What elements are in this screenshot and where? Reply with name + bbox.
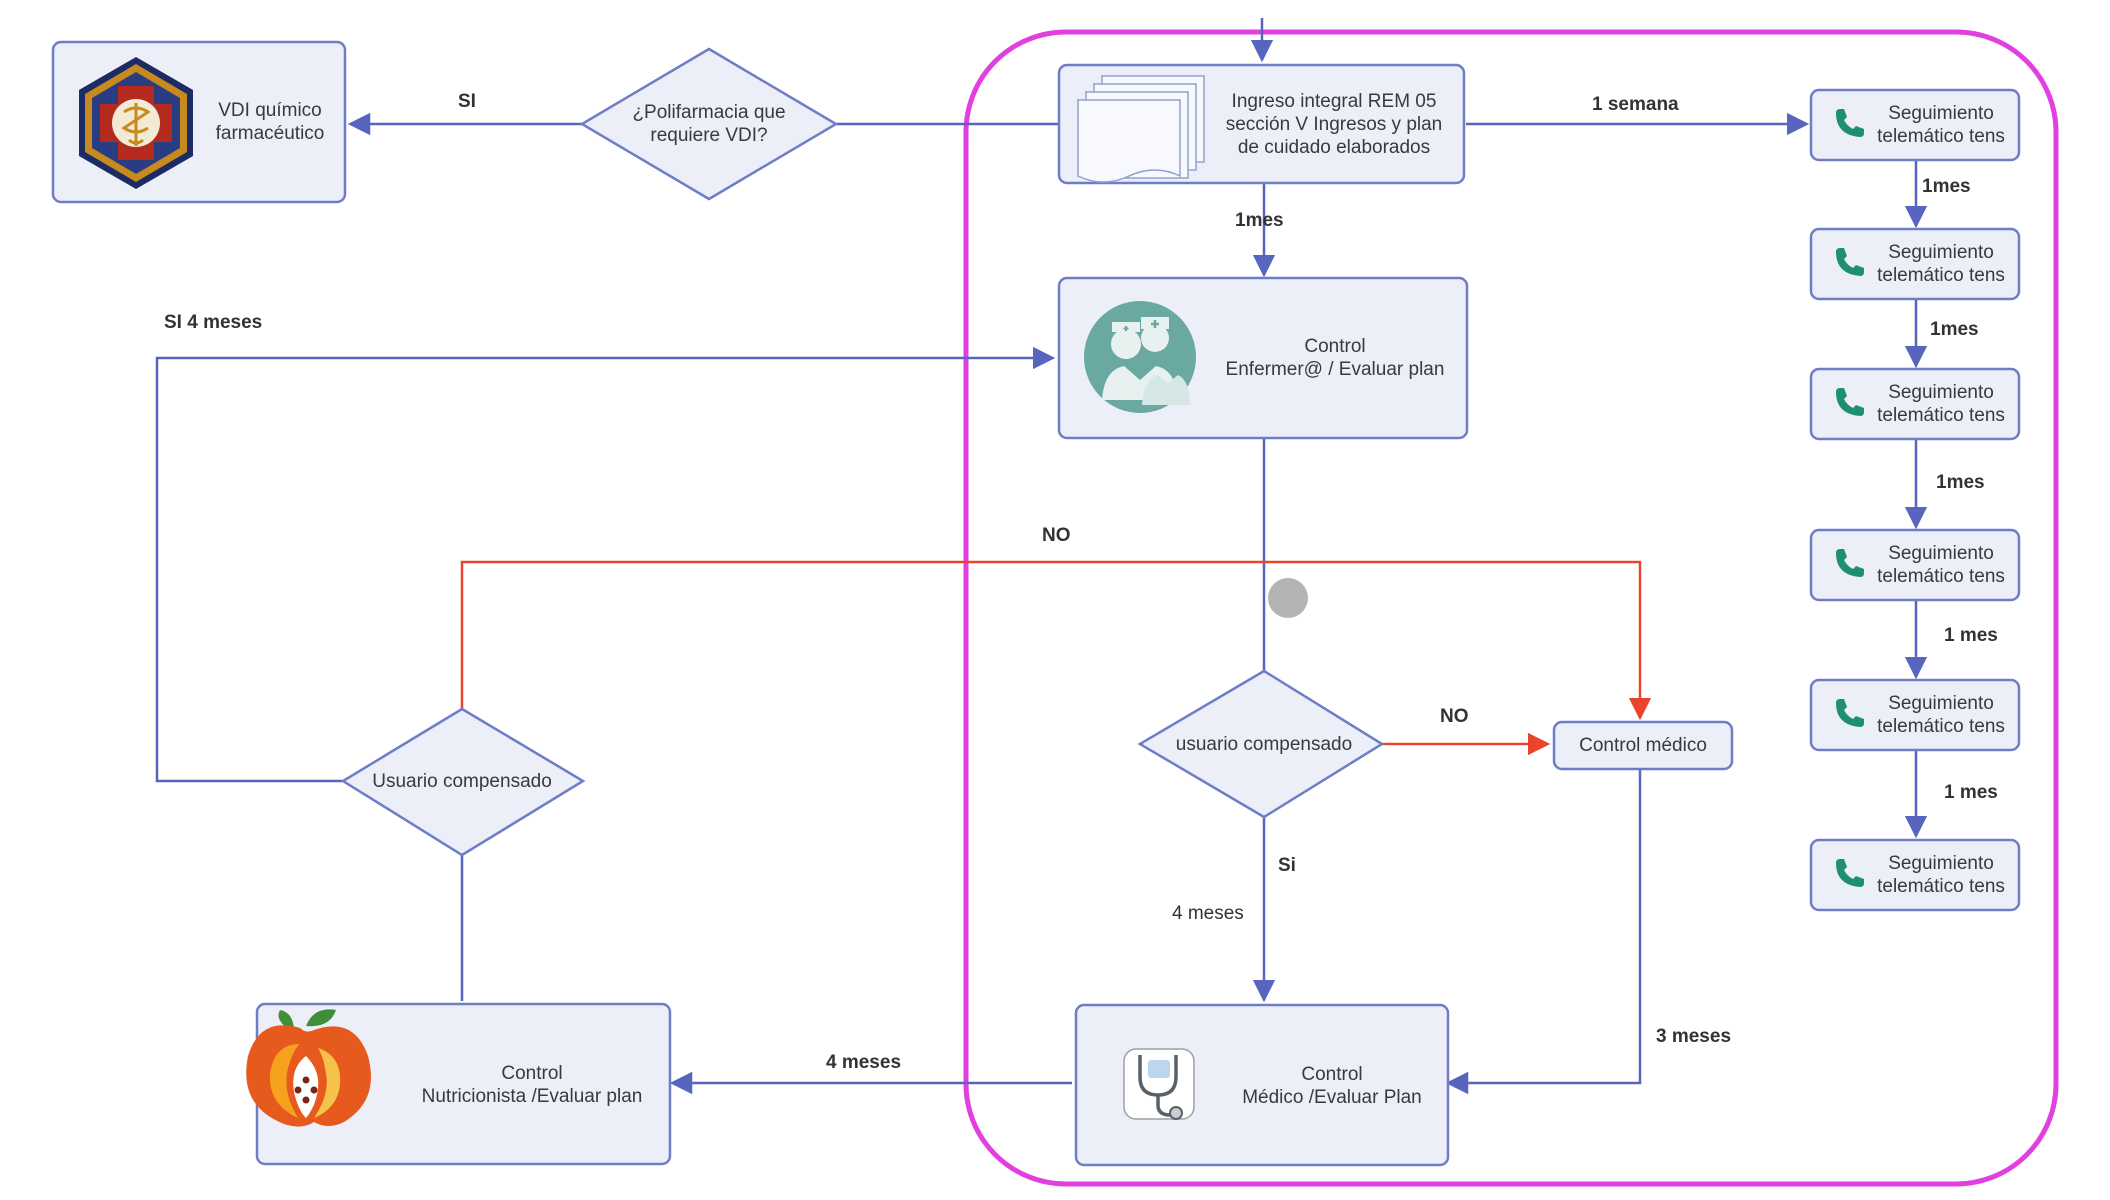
control-medico-line2: Médico /Evaluar Plan <box>1242 1087 1422 1108</box>
apple-icon <box>246 1009 371 1127</box>
grey-dot <box>1268 578 1308 618</box>
vdi-line2: farmacéutico <box>215 123 325 144</box>
followup-4-line2: telemático tens <box>1877 566 2005 587</box>
ingreso-label: Ingreso integral REM 05 sección V Ingres… <box>1208 86 1460 162</box>
followup-label-2: Seguimiento telemático tens <box>1866 229 2016 299</box>
vdi-label: VDI químico farmacéutico <box>200 92 340 152</box>
ingreso-line3: de cuidado elaborados <box>1237 136 1431 158</box>
polifarmacia-line1: ¿Polifarmacia que <box>632 102 786 123</box>
control-enfermera-line2: Enfermer@ / Evaluar plan <box>1225 359 1445 380</box>
ingreso-line2: sección V Ingresos y plan <box>1225 113 1443 135</box>
followup-box-2 <box>1809 227 2021 301</box>
nurse-icon <box>1084 301 1196 413</box>
polifarmacia-line2: requiere VDI? <box>650 125 768 146</box>
edge-compensado-left-to-medico-small-no <box>460 560 1652 721</box>
usuario-compensado-right-text: usuario compensado <box>1175 733 1353 755</box>
vdi-line1: VDI químico <box>218 100 322 121</box>
control-medico-label: Control Médico /Evaluar Plan <box>1220 1058 1444 1114</box>
followup-label-4: Seguimiento telemático tens <box>1866 530 2016 600</box>
phone-icon-5 <box>1836 699 1864 727</box>
followup-5-line1: Seguimiento <box>1888 693 1994 714</box>
polifarmacia-diamond <box>579 47 839 201</box>
edge-label-no-right: NO <box>1440 706 1469 727</box>
usuario-compensado-left-diamond <box>340 707 586 857</box>
documents-icon <box>1077 75 1205 183</box>
stethoscope-icon <box>1123 1048 1195 1120</box>
followup-2-line1: Seguimiento <box>1888 242 1994 263</box>
edge-compensado-left-to-enfermera <box>155 346 1056 783</box>
control-enfermera-line1: Control <box>1304 336 1366 357</box>
followup-box-1 <box>1809 88 2021 162</box>
followup-box-5 <box>1809 678 2021 752</box>
followup-label-6: Seguimiento telemático tens <box>1866 840 2016 910</box>
edge-label-una-semana: 1 semana <box>1592 94 1679 115</box>
followup-box-3 <box>1809 367 2021 441</box>
control-medico-small-text: Control médico <box>1579 735 1707 756</box>
pharmacy-caduceus-icon <box>79 57 193 189</box>
control-nutricionista-line1: Control <box>501 1063 563 1084</box>
followup-box-6 <box>1809 838 2021 912</box>
followup-1-line1: Seguimiento <box>1888 103 1994 124</box>
followup-4-line1: Seguimiento <box>1888 543 1994 564</box>
usuario-compensado-left-text: Usuario compensado <box>372 770 552 792</box>
control-nutricionista-label: Control Nutricionista /Evaluar plan <box>398 1057 666 1113</box>
highlight-region <box>963 29 2059 1187</box>
phone-icon-6 <box>1836 859 1864 887</box>
edge-label-4-meses-down: 4 meses <box>1172 903 1244 924</box>
edge-medico-small-to-medico <box>1445 769 1642 1095</box>
phone-icon-2 <box>1836 248 1864 276</box>
followup-box-4 <box>1809 528 2021 602</box>
followup-label-3: Seguimiento telemático tens <box>1866 369 2016 439</box>
usuario-compensado-right-diamond <box>1137 669 1385 819</box>
usuario-compensado-right-label: usuario compensado <box>1150 730 1378 758</box>
edge-label-followup-3: 1mes <box>1936 472 1985 493</box>
followup-1-line2: telemático tens <box>1877 126 2005 147</box>
edge-label-followup-4: 1 mes <box>1944 625 1998 646</box>
phone-icon-4 <box>1836 549 1864 577</box>
followup-6-line2: telemático tens <box>1877 876 2005 897</box>
edge-label-followup-1: 1mes <box>1922 176 1971 197</box>
followup-5-line2: telemático tens <box>1877 716 2005 737</box>
edge-label-followup-2: 1mes <box>1930 319 1979 340</box>
edge-label-si-4-meses: SI 4 meses <box>164 312 263 333</box>
control-medico-line1: Control <box>1301 1064 1363 1085</box>
phone-icon-3 <box>1836 388 1864 416</box>
usuario-compensado-left-label: Usuario compensado <box>354 767 570 795</box>
followup-3-line1: Seguimiento <box>1888 382 1994 403</box>
edge-label-unmes-ingreso: 1mes <box>1235 210 1284 231</box>
phone-icon-1 <box>1836 109 1864 137</box>
followup-6-line1: Seguimiento <box>1888 853 1994 874</box>
edge-label-followup-5: 1 mes <box>1944 782 1998 803</box>
edge-label-si-vdi: SI <box>458 91 476 112</box>
control-medico-box <box>1074 1003 1450 1167</box>
followup-label-5: Seguimiento telemático tens <box>1866 680 2016 750</box>
polifarmacia-label: ¿Polifarmacia que requiere VDI? <box>609 98 809 150</box>
followup-3-line2: telemático tens <box>1877 405 2005 426</box>
edge-label-3-meses: 3 meses <box>1656 1026 1732 1047</box>
edge-label-4-meses-left: 4 meses <box>826 1052 902 1073</box>
control-medico-small-box <box>1552 720 1734 771</box>
control-medico-small-label: Control médico <box>1554 722 1732 769</box>
followup-label-1: Seguimiento telemático tens <box>1866 90 2016 160</box>
edge-label-si-right: Si <box>1278 855 1296 876</box>
followup-2-line2: telemático tens <box>1877 265 2005 286</box>
ingreso-line1: Ingreso integral REM 05 <box>1231 90 1437 112</box>
control-enfermera-label: Control Enfermer@ / Evaluar plan <box>1208 330 1462 386</box>
control-nutricionista-line2: Nutricionista /Evaluar plan <box>421 1086 643 1107</box>
edge-label-no-top: NO <box>1042 525 1071 546</box>
